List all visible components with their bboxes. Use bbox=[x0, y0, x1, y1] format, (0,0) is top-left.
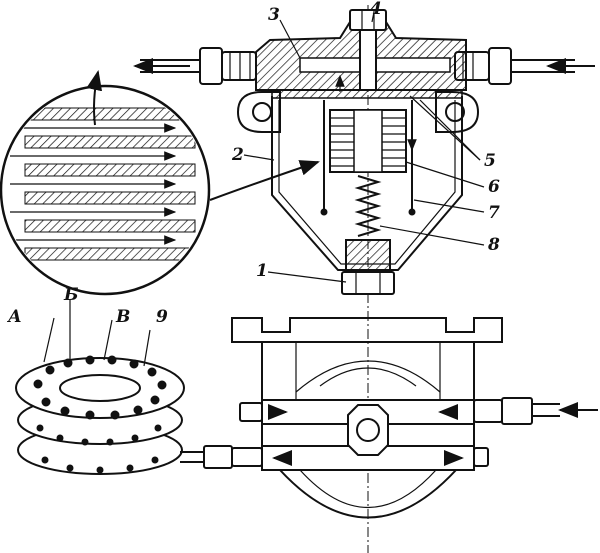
label-zone-a: А bbox=[6, 307, 22, 327]
detail-pointer-arrow bbox=[209, 160, 320, 201]
housing-gasket bbox=[271, 89, 463, 99]
label-part-9: 9 bbox=[156, 307, 168, 327]
leader-lines bbox=[243, 11, 485, 283]
label-part-4: 4 bbox=[370, 0, 382, 19]
filter-element-stack bbox=[329, 109, 407, 173]
detail-outflow-arrow bbox=[86, 70, 103, 126]
filter-exterior-view bbox=[180, 317, 598, 519]
magnified-detail-view bbox=[0, 70, 320, 296]
bottom-fitting-left bbox=[180, 402, 263, 469]
compression-spring bbox=[354, 175, 382, 237]
label-part-2: 2 bbox=[231, 145, 244, 165]
label-part-7: 7 bbox=[488, 203, 500, 223]
label-part-3: 3 bbox=[268, 5, 280, 25]
filter-disc-stack bbox=[15, 300, 185, 475]
label-part-1: 1 bbox=[256, 261, 268, 281]
top-bolt bbox=[349, 9, 387, 91]
left-pipe bbox=[140, 47, 257, 85]
label-part-8: 8 bbox=[487, 235, 500, 255]
filter-section-view bbox=[133, 9, 595, 295]
drain-plug bbox=[341, 239, 395, 295]
bottom-fitting-right bbox=[473, 397, 560, 467]
label-part-5: 5 bbox=[484, 151, 496, 171]
label-part-6: 6 bbox=[488, 177, 500, 197]
label-zone-b: Б bbox=[63, 285, 79, 305]
label-zone-v: В bbox=[115, 307, 130, 327]
